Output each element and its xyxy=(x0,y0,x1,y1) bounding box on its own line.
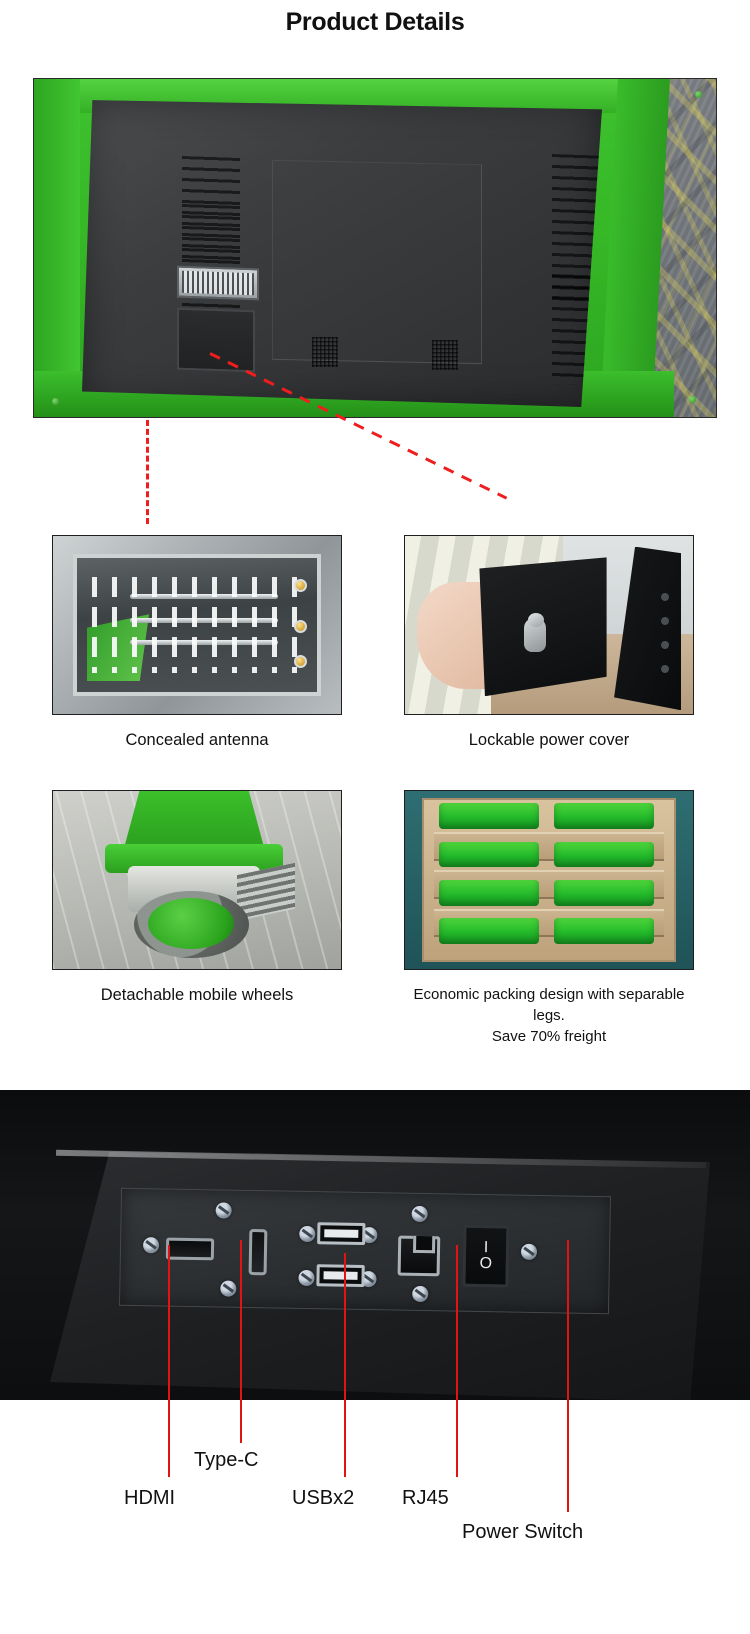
detail-caption-concealed-antenna: Concealed antenna xyxy=(125,731,269,749)
leader-line-power xyxy=(567,1240,569,1512)
detail-caption-lockable-power-cover: Lockable power cover xyxy=(468,731,630,749)
page-title: Product Details xyxy=(285,8,465,36)
io-label-hdmi: HDMI xyxy=(124,1487,176,1509)
switch-off-mark: O xyxy=(479,1255,493,1273)
plate-screw xyxy=(299,1225,316,1243)
io-label-usb: USBx2 xyxy=(292,1487,355,1509)
carton-box xyxy=(422,798,676,962)
io-label-power-switch: Power Switch xyxy=(462,1521,584,1543)
display-rear-panel xyxy=(82,100,602,407)
plate-screw xyxy=(412,1285,429,1303)
io-label-type-c: Type-C xyxy=(194,1449,259,1471)
callout-dashed-line-antenna xyxy=(146,420,149,524)
detail-card-concealed-antenna: Concealed antenna xyxy=(52,535,342,751)
economic-packing-photo xyxy=(404,790,694,970)
speaker-grille-left xyxy=(312,337,338,367)
rj45-port-icon xyxy=(397,1235,441,1277)
frame-screw-bottom-right xyxy=(689,396,696,403)
antenna-connector-1 xyxy=(294,579,308,593)
stand-bracket xyxy=(614,546,682,711)
io-label-rj45: RJ45 xyxy=(402,1487,449,1509)
io-port-plate: I O xyxy=(119,1187,611,1315)
power-cover-recess xyxy=(177,307,255,373)
caster-hub xyxy=(148,897,235,950)
packed-leg xyxy=(439,879,539,906)
plate-screw xyxy=(298,1269,315,1287)
leader-line-hdmi xyxy=(168,1245,170,1477)
product-back-panel-photo xyxy=(33,78,717,418)
usb-port-icon xyxy=(316,1264,365,1287)
usb-port-icon xyxy=(317,1222,366,1246)
packed-leg xyxy=(553,918,654,944)
green-frame-left-post xyxy=(34,79,80,417)
detail-caption-economic-packing-line2: Save 70% freight xyxy=(491,1028,607,1045)
plate-screw xyxy=(220,1280,237,1297)
frame-screw-top-right xyxy=(695,91,702,98)
hdmi-port-icon xyxy=(165,1237,215,1261)
packed-leg xyxy=(439,918,539,944)
lock-icon xyxy=(523,613,546,653)
power-cover-plate xyxy=(479,557,607,697)
plate-screw xyxy=(215,1202,232,1219)
speaker-grille-right xyxy=(432,340,458,370)
antenna-metal-plate xyxy=(73,553,321,697)
plate-screw xyxy=(142,1237,160,1254)
antenna-vent-slots xyxy=(91,576,303,674)
antenna-connector-2 xyxy=(294,619,308,633)
concealed-antenna-photo xyxy=(52,535,342,715)
detail-caption-economic-packing-line1: Economic packing design with separable l… xyxy=(413,986,685,1024)
antenna-compartment xyxy=(177,265,259,301)
packed-leg xyxy=(439,841,539,868)
lockable-power-cover-photo xyxy=(404,535,694,715)
antenna-connector-3 xyxy=(294,654,308,668)
packed-leg xyxy=(553,879,654,906)
plate-screw xyxy=(411,1205,428,1223)
packed-leg xyxy=(553,803,654,829)
leader-line-usb xyxy=(344,1253,346,1477)
frame-screw-bottom-left xyxy=(52,398,59,405)
panel-service-hatch xyxy=(272,159,482,365)
switch-on-mark: I xyxy=(483,1239,489,1257)
io-panel-photo: I O xyxy=(0,1090,750,1400)
bracket-holes xyxy=(661,592,671,689)
rocker-switch-icon: I O xyxy=(462,1224,510,1288)
packed-leg xyxy=(439,803,539,829)
detachable-mobile-wheels-photo xyxy=(52,790,342,970)
detail-caption-detachable-mobile-wheels: Detachable mobile wheels xyxy=(100,986,294,1004)
detail-card-detachable-mobile-wheels: Detachable mobile wheels xyxy=(52,790,342,1006)
detail-card-lockable-power-cover: Lockable power cover xyxy=(404,535,694,751)
leader-line-type-c xyxy=(240,1240,242,1443)
typec-port-icon xyxy=(248,1228,268,1276)
packed-leg xyxy=(553,841,654,868)
leader-line-rj45 xyxy=(456,1245,458,1477)
detail-card-economic-packing: Economic packing design with separable l… xyxy=(404,790,694,1047)
plate-screw xyxy=(520,1243,538,1261)
